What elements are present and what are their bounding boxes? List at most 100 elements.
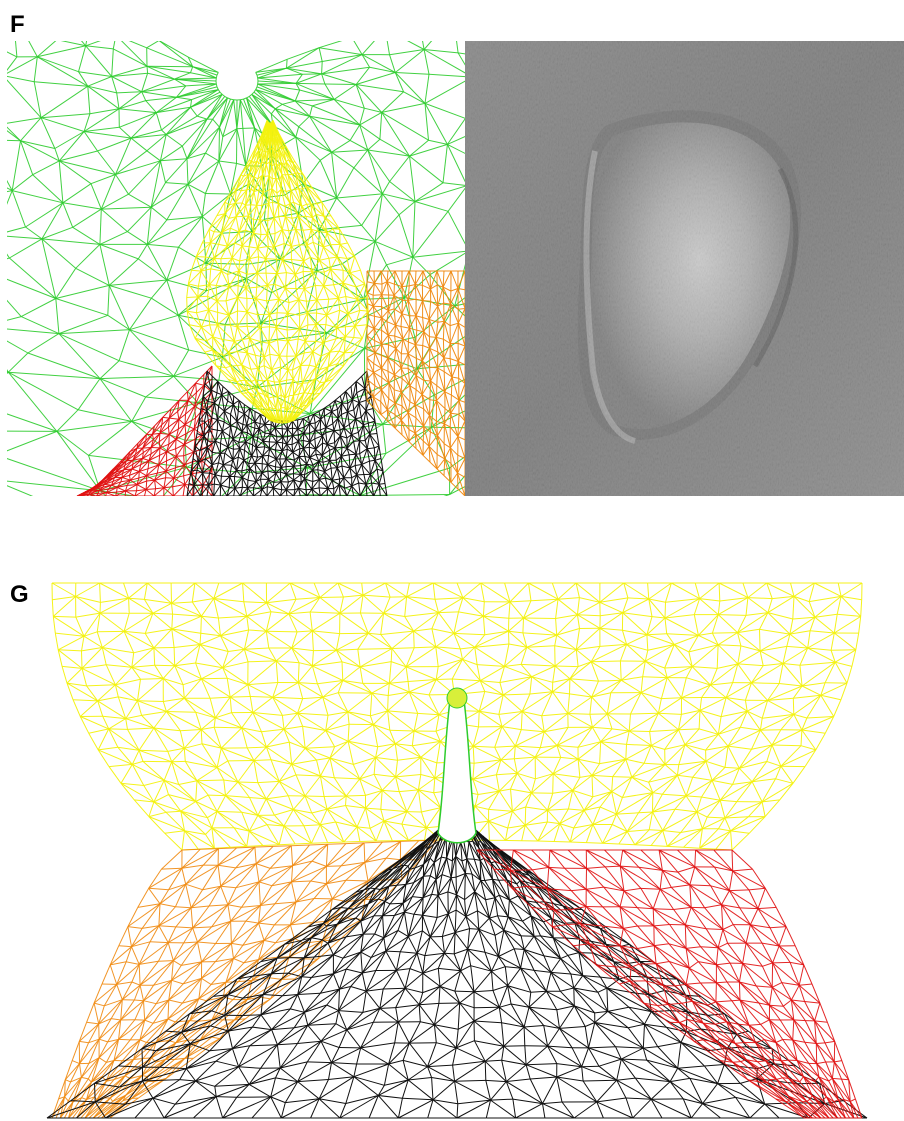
mesh-edge bbox=[401, 354, 408, 368]
mesh-edge bbox=[53, 616, 55, 633]
mesh-edge bbox=[570, 662, 591, 679]
mesh-edge bbox=[382, 344, 389, 345]
mesh-edge bbox=[196, 383, 204, 385]
mesh-edge bbox=[452, 377, 459, 378]
mesh-edge bbox=[350, 257, 355, 273]
mesh-edge bbox=[424, 41, 453, 49]
mesh-edge bbox=[210, 243, 218, 245]
mesh-edge bbox=[381, 390, 382, 402]
mesh-edge bbox=[303, 229, 311, 230]
mesh-edge bbox=[312, 666, 342, 681]
mesh-edge bbox=[291, 230, 296, 247]
mesh-edge bbox=[374, 353, 375, 364]
mesh-edge bbox=[12, 191, 25, 227]
mesh-edge bbox=[295, 90, 300, 101]
mesh-edge bbox=[276, 661, 299, 663]
mesh-edge bbox=[234, 396, 239, 400]
mesh-edge bbox=[12, 141, 20, 191]
mesh-edge bbox=[7, 317, 21, 327]
mesh-edge bbox=[156, 113, 161, 130]
mesh-edge bbox=[227, 678, 230, 697]
mesh-edge bbox=[451, 400, 459, 413]
mesh-edge bbox=[311, 218, 312, 230]
mesh-edge bbox=[247, 417, 249, 425]
mesh-edge bbox=[385, 41, 424, 50]
mesh-edge bbox=[246, 128, 255, 166]
mesh-edge bbox=[317, 299, 329, 300]
photo-f-drawing bbox=[465, 41, 904, 496]
mesh-edge bbox=[219, 244, 228, 246]
mesh-edge bbox=[268, 370, 272, 381]
mesh-edge bbox=[277, 437, 283, 442]
mesh-edge bbox=[26, 227, 42, 239]
mesh-edge bbox=[42, 239, 100, 245]
mesh-edge bbox=[530, 677, 532, 694]
mesh-edge bbox=[33, 161, 60, 175]
mesh-edge bbox=[281, 459, 286, 468]
mesh-edge bbox=[628, 598, 649, 599]
mesh-edge bbox=[748, 598, 768, 613]
mesh-edge bbox=[401, 379, 402, 392]
mesh-edge bbox=[284, 137, 296, 144]
mesh-edge bbox=[712, 633, 737, 634]
mesh-edge bbox=[444, 358, 450, 359]
mesh-edge bbox=[299, 116, 310, 127]
mesh-edge bbox=[458, 271, 465, 289]
mesh-edge bbox=[82, 668, 115, 684]
mesh-edge bbox=[277, 259, 278, 273]
mesh-edge bbox=[307, 313, 308, 325]
mesh-edge bbox=[122, 477, 130, 480]
mesh-edge bbox=[790, 634, 808, 648]
mesh-edge bbox=[370, 434, 377, 435]
mesh-edge bbox=[382, 182, 389, 194]
mesh-edge bbox=[379, 484, 385, 485]
mesh-edge bbox=[234, 477, 235, 489]
mesh-edge bbox=[139, 472, 146, 476]
mesh-edge bbox=[268, 455, 269, 464]
mesh-edge bbox=[242, 353, 247, 365]
mesh-edge bbox=[7, 235, 42, 239]
mesh-edge bbox=[159, 442, 160, 448]
mesh-edge bbox=[222, 341, 262, 357]
mesh-edge bbox=[129, 598, 130, 613]
mesh-edge bbox=[138, 244, 147, 259]
mesh-edge bbox=[172, 583, 195, 603]
mesh-edge bbox=[255, 428, 259, 429]
mesh-edge bbox=[322, 74, 325, 84]
mesh-edge bbox=[267, 285, 268, 301]
mesh-edge bbox=[665, 645, 675, 669]
mesh-edge bbox=[276, 661, 298, 683]
mesh-edge bbox=[524, 618, 557, 635]
mesh-edge bbox=[329, 257, 337, 258]
mesh-edge bbox=[201, 633, 221, 636]
mesh-edge bbox=[341, 403, 342, 414]
mesh-edge bbox=[649, 583, 672, 599]
mesh-edge bbox=[436, 633, 454, 647]
mesh-edge bbox=[143, 458, 150, 460]
mesh-edge bbox=[167, 280, 207, 291]
mesh-edge bbox=[263, 455, 269, 456]
mesh-edge bbox=[212, 376, 217, 381]
mesh-edge bbox=[166, 135, 182, 147]
mesh-edge bbox=[292, 648, 299, 663]
mesh-edge bbox=[415, 390, 416, 405]
mesh-edge bbox=[182, 146, 187, 159]
mesh-edge bbox=[82, 668, 87, 686]
mesh-edge bbox=[109, 280, 167, 285]
mesh-edge bbox=[510, 583, 529, 602]
mesh-edge bbox=[153, 603, 172, 613]
mesh-edge bbox=[410, 144, 448, 156]
mesh-edge bbox=[352, 41, 362, 55]
mesh-edge bbox=[230, 228, 239, 232]
mesh-edge bbox=[127, 207, 151, 231]
surface-photograph bbox=[465, 41, 904, 496]
mesh-edge bbox=[200, 633, 201, 644]
mesh-edge bbox=[287, 59, 288, 68]
mesh-edge bbox=[370, 434, 375, 448]
mesh-edge bbox=[444, 459, 445, 476]
mesh-edge bbox=[620, 661, 621, 680]
mesh-edge bbox=[201, 310, 208, 327]
mesh-edge bbox=[356, 441, 360, 455]
mesh-edge bbox=[831, 650, 856, 651]
mesh-edge bbox=[159, 433, 160, 441]
